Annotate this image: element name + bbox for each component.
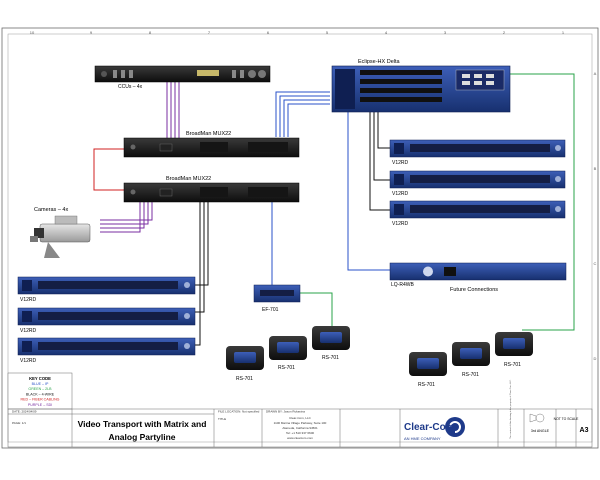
rs-701-beltpack-6 [495,332,533,356]
rs-701-6-label: RS-701 [504,362,521,368]
rs-701-beltpack-1 [226,346,264,370]
eclipse-frame [331,65,511,113]
mux-2-label: BroadMan MUX22 [166,176,211,182]
v12rd-left-3-label: V12RD [20,358,37,364]
date-label: DATE: 2024/04/09 [12,410,37,414]
address-line-1: Clear-Com, LLC [289,416,312,420]
border-number: 3 [444,30,447,35]
v12rd-right-3-label: V12RD [392,221,409,227]
brand-subtitle: AN HME COMPANY [404,436,441,441]
border-number: 8 [149,30,152,35]
four-wire-cables [195,112,390,346]
address-line-2: 1100 Marina Village Parkway, Suite 100 [274,421,327,425]
v12rd-right-1-label: V12RD [392,160,409,166]
third-angle-symbol-icon [529,413,545,423]
broadman-mux-1 [123,137,300,158]
rs-701-beltpack-4 [409,352,447,376]
rs-701-beltpack-5 [452,342,490,366]
key-code-item: GREEN – 2LB [28,387,52,391]
key-code-item: BLUE – IP [32,382,49,386]
ef-701-label: EF-701 [262,307,279,313]
v12rd-right-2 [389,170,566,189]
key-code-title: KEY CODE [29,376,51,381]
rs-701-4-label: RS-701 [418,382,435,388]
border-number: 4 [385,30,388,35]
border-letter: D [594,356,597,361]
title-label: TITLE [218,417,226,421]
sheet-frame [1,27,599,449]
border-number: 9 [90,30,93,35]
v12rd-right-3 [389,200,566,219]
third-angle-label: 3rd ANGLE [531,429,550,433]
border-number: 7 [208,30,211,35]
key-code-item: BLACK – 4-WIRE [26,392,55,396]
drawn-by-label: DRAWN BY: Jason Rukavina [266,410,305,414]
partyline-cables [300,73,575,331]
ccu-display [197,70,219,76]
v12rd-left-1 [17,276,196,295]
key-code-item: RED – FIBER CABLING [21,398,60,402]
brand-name: Clear-Com [404,422,455,433]
v12rd-left-1-label: V12RD [20,297,37,303]
ccu-unit [94,65,271,83]
address-line-3: Alameda, California 94501 [282,426,318,430]
title-block [7,408,593,448]
v12rd-left-3 [17,337,196,356]
sheet-size: A3 [580,427,589,434]
border-number: 6 [267,30,270,35]
file-label: FILE LOCATION: Not specified [218,410,260,414]
clear-com-logo [445,417,465,437]
rs-701-1-label: RS-701 [236,376,253,382]
border-number: 1 [562,30,565,35]
lq-r4wb [389,262,567,281]
border-number: 5 [326,30,329,35]
rs-701-2-label: RS-701 [278,365,295,371]
diagram-title-line-2: Analog Partyline [108,432,175,442]
page-label: PAGE: 1/1 [12,421,26,425]
cameras-label: Cameras – 4x [34,207,68,213]
eclipse-label: Eclipse-HX Delta [358,59,401,65]
ccu-label: CCUs – 4x [118,84,143,90]
rs-701-5-label: RS-701 [462,372,479,378]
diagram-title-line-1: Video Transport with Matrix and [78,419,207,429]
property-notice: The content of this drawing is the prope… [509,379,512,439]
broadcast-camera [30,215,91,258]
border-zone-numbers: 10 9 8 7 6 5 4 3 2 1 [30,30,565,35]
not-to-scale-label: NOT TO SCALE [554,417,579,421]
cables [93,73,575,346]
sdi-cables [100,82,180,233]
border-number: 10 [30,30,35,35]
border-letter: A [594,71,597,76]
fiber-cable [93,148,124,191]
address-line-4: Tel: +1 510 337 6600 [286,431,314,435]
rs-701-beltpack-3 [312,326,350,350]
v12rd-left-2-label: V12RD [20,328,37,334]
future-connections-label: Future Connections [450,287,498,293]
v12rd-right-1 [389,139,566,158]
border-number: 2 [503,30,506,35]
rs-701-beltpack-2 [269,336,307,360]
lq-r4wb-label: LQ-R4WB [391,282,414,288]
address-line-5: www.clearcom.com [287,436,313,440]
mux-1-label: BroadMan MUX22 [186,131,231,137]
v12rd-left-2 [17,307,196,326]
key-code-item: PURPLE – SDI [28,403,52,407]
rs-701-3-label: RS-701 [322,355,339,361]
v12rd-right-2-label: V12RD [392,191,409,197]
border-letter: B [594,166,597,171]
ef-701 [253,284,301,303]
broadman-mux-2 [123,182,300,203]
ip-cables [271,91,390,285]
border-letter: C [594,261,597,266]
border-zone-letters: A B C D [594,71,597,361]
